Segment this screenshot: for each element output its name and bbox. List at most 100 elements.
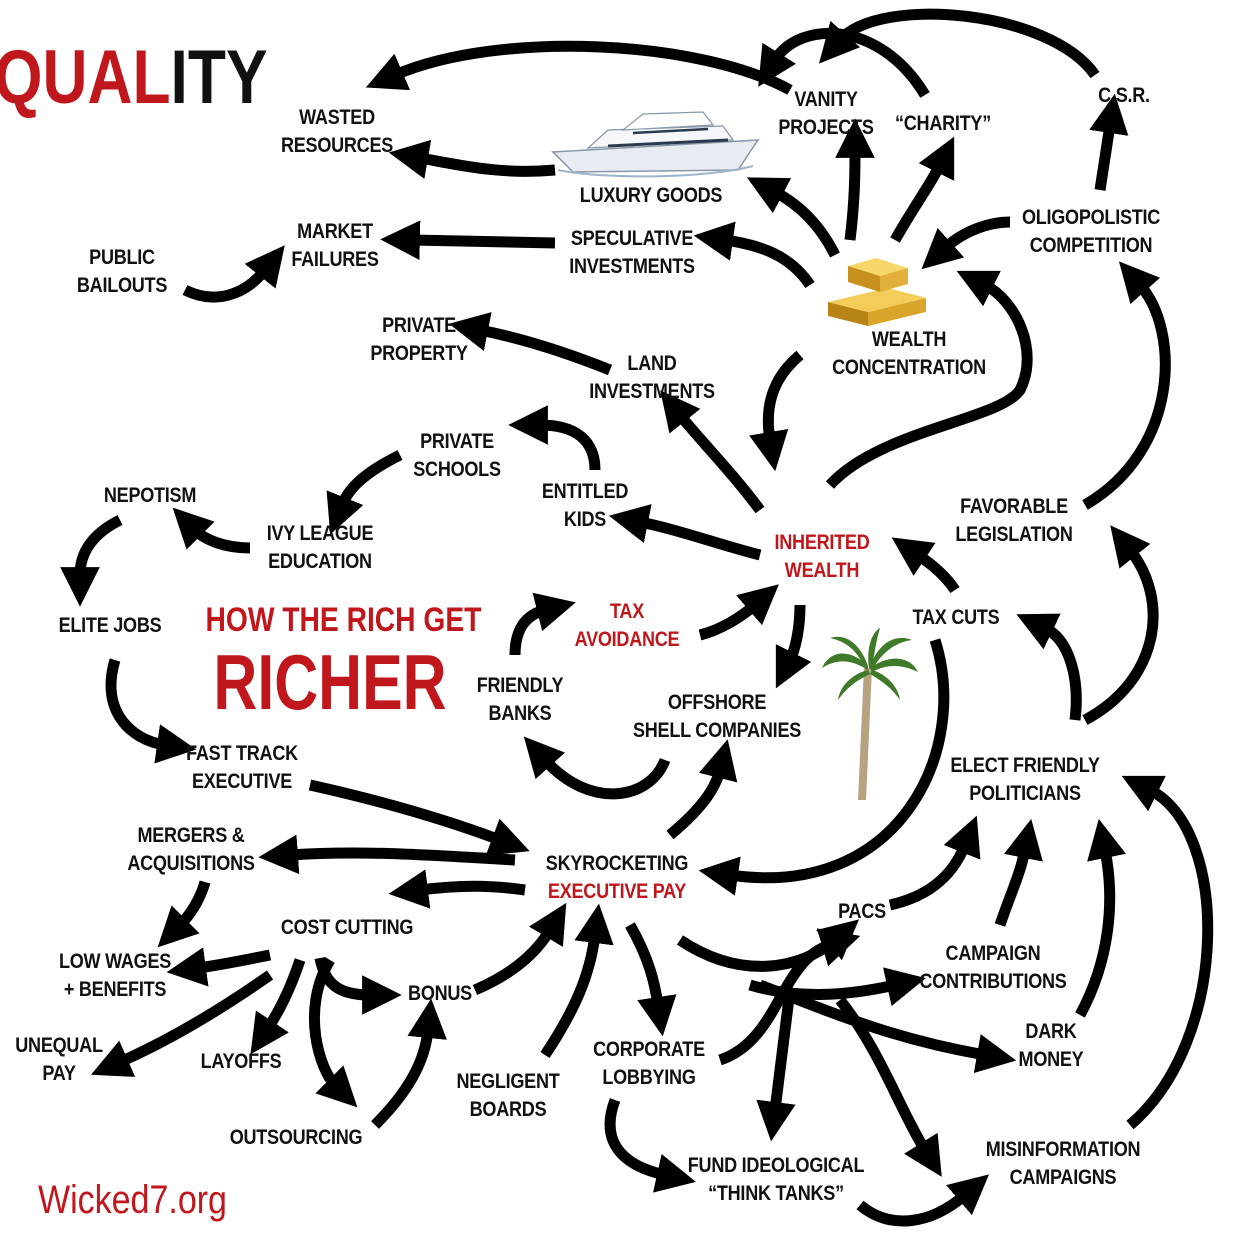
arrow-outsourcing-to-bonus: [371, 998, 447, 1129]
node-campaign-contributions: CAMPAIGN CONTRIBUTIONS: [919, 940, 1066, 996]
yacht-icon: [548, 100, 768, 190]
arrow-oligopoly-to-gold: [921, 216, 1011, 270]
node-label-line: EXECUTIVE: [191, 770, 293, 793]
node-label-line: LEGISLATION: [955, 523, 1073, 546]
node-label-line: NEGLIGENT: [456, 1070, 560, 1093]
node-label-line: ENTITLED: [541, 480, 629, 503]
node-label-line: OLIGOPOLISTIC: [1021, 206, 1161, 229]
node-label-line: FAVORABLE: [960, 495, 1068, 518]
node-label-line: COMPETITION: [1029, 234, 1153, 257]
node-label-line: ACQUISITIONS: [127, 852, 255, 875]
arrow-politicians-to-legislation: [1082, 525, 1159, 725]
node-vanity-projects: VANITY PROJECTS: [778, 86, 874, 142]
arrow-gold-to-charity: [890, 136, 955, 243]
arrow-campaign-to-politicians: [994, 818, 1043, 927]
arrow-execpay-to-offshore: [666, 739, 738, 840]
node-tax-cuts: TAX CUTS: [913, 604, 1000, 632]
node-label-line: CONTRIBUTIONS: [919, 970, 1067, 993]
arrow-inherited-to-gold: [825, 270, 1033, 489]
node-label-line: FAILURES: [291, 248, 379, 271]
node-inherited-wealth: INHERITED WEALTH: [774, 529, 869, 585]
arrow-gold-to-luxury: [746, 177, 840, 258]
node-elite-jobs: ELITE JOBS: [59, 612, 162, 640]
arrow-execpay-to-pacs: [676, 919, 860, 972]
palm-tree-icon: [820, 628, 920, 808]
arrow-execpay-to-mergers: [258, 834, 516, 875]
arrow-lobbying-to-thinktank: [604, 1098, 696, 1193]
node-label-line: LOBBYING: [602, 1066, 696, 1089]
node-fund-think-tanks: FUND IDEOLOGICAL“THINK TANKS”: [688, 1152, 865, 1208]
arrow-execpay-to-thinktank: [756, 989, 796, 1142]
node-nepotism: NEPOTISM: [104, 482, 197, 510]
node-label-line: LUXURY GOODS: [579, 184, 723, 207]
node-luxury-goods: LUXURY GOODS: [579, 182, 723, 210]
arrow-mergers-to-lowwages: [157, 880, 211, 948]
arrow-inherited-to-entitled: [608, 504, 762, 561]
node-outsourcing: OUTSOURCING: [230, 1124, 363, 1152]
node-label-line: SPECULATIVE: [570, 227, 694, 250]
node-favorable-legislation: FAVORABLE LEGISLATION: [955, 493, 1072, 549]
arrow-nepotism-to-elite: [60, 515, 123, 607]
arrow-land-to-property: [448, 312, 613, 376]
node-low-wages-benefits: LOW WAGES+ BENEFITS: [59, 948, 171, 1004]
node-charity: “CHARITY”: [895, 110, 991, 138]
title-black-part: ITY: [170, 35, 268, 120]
arrow-bailouts-to-market: [182, 245, 285, 303]
gold-bars-icon: [818, 240, 936, 335]
node-label-line: MARKET: [297, 220, 373, 243]
node-label-line: COST CUTTING: [280, 916, 414, 939]
node-oligopolistic-competition: OLIGOPOLISTIC COMPETITION: [1022, 204, 1160, 260]
node-mergers-acquisitions: MERGERS &ACQUISITIONS: [127, 822, 255, 878]
arrow-legislation-to-oligopoly: [1082, 261, 1171, 510]
arrow-taxcuts-to-execpay: [698, 638, 950, 896]
arrow-boards-to-execpay: [540, 903, 614, 1059]
node-label-line: EXECUTIVE PAY: [547, 880, 687, 903]
arrow-costcutting-to-unequal: [91, 970, 274, 1077]
node-label-line: KIDS: [563, 508, 607, 531]
node-label-line: PROJECTS: [778, 116, 874, 139]
arrow-wealthconc-to-inherited: [749, 350, 804, 472]
node-label-line: AVOIDANCE: [574, 628, 680, 651]
arrow-gold-to-vanity: [835, 118, 875, 241]
arrow-execpay-to-darkmoney: [758, 979, 1017, 1074]
node-label-line: TAX CUTS: [912, 606, 1000, 629]
node-label-line: INHERITED: [774, 531, 870, 554]
node-label-line: PRIVATE: [420, 430, 494, 453]
node-csr: C.S.R.: [1098, 82, 1150, 110]
node-label-line: CAMPAIGNS: [1009, 1166, 1117, 1189]
node-label-line: WEALTH: [784, 559, 860, 582]
node-label-line: VANITY: [794, 88, 858, 111]
arrow-inherited-to-offshore: [775, 604, 812, 689]
node-label-line: UNEQUAL: [15, 1034, 103, 1057]
node-label-line: WEALTH: [871, 328, 947, 351]
arrow-darkmoney-to-politicians: [1075, 818, 1126, 1018]
title-red-part: QUAL: [0, 35, 171, 120]
node-entitled-kids: ENTITLED KIDS: [542, 478, 628, 534]
node-label-line: CAMPAIGN: [945, 942, 1041, 965]
arrow-execpay-to-lobbying: [625, 922, 677, 1037]
node-label-line: “THINK TANKS”: [708, 1182, 844, 1205]
node-label-line: CONCENTRATION: [832, 356, 986, 379]
arrow-costcutting-to-layoffs: [250, 958, 306, 1055]
node-label-line: + BENEFITS: [63, 978, 167, 1001]
node-label-line: POLITICIANS: [969, 782, 1081, 805]
node-label-line: LAND: [627, 352, 677, 375]
node-pacs: PACS: [838, 898, 886, 926]
node-label-line: TAX: [609, 600, 645, 623]
node-layoffs: LAYOFFS: [201, 1048, 282, 1076]
node-label-line: MONEY: [1018, 1048, 1084, 1071]
arrow-bonus-to-execpay: [472, 902, 567, 996]
node-label-line: WASTED: [299, 106, 375, 129]
